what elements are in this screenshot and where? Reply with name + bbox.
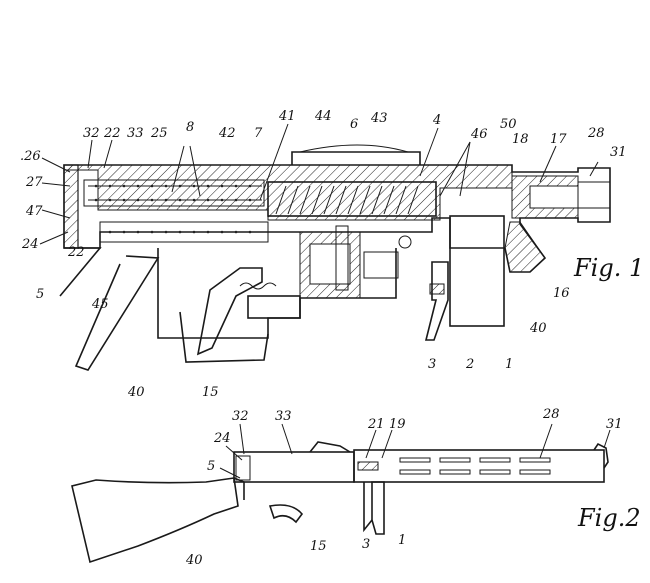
fig1-label-18: 18 [512,132,529,147]
trigger [268,504,304,524]
fig1-label-46: 46 [471,127,488,142]
fig1-label-22-bottom: 22 [68,245,85,260]
lower-spring-tube [99,221,269,243]
fig1-label-41: 41 [279,109,296,124]
ejector [357,461,379,471]
stock-strut-lower [74,255,160,371]
fig2-label-3: 3 [362,537,371,552]
butt-plate [63,164,79,249]
fig1-label-43: 43 [371,111,388,126]
fig1-label-3: 3 [428,357,437,372]
stock-strut-upper [59,247,102,297]
fig1-label-6: 6 [350,117,359,132]
fig1-label-26: .26 [20,149,41,164]
magazine-catch [424,261,449,341]
fig1-label-50: 50 [500,117,517,132]
fig1-label-33: 33 [127,126,144,141]
fig1-label-24: 24 [22,237,39,252]
fig1-label-44: 44 [315,109,332,124]
fig1-label-31: 31 [610,145,627,160]
cocking-handle [291,151,421,165]
fig1-label-47: 47 [26,204,43,219]
fig1-label-17: 17 [550,132,567,147]
fig2-label-15: 15 [310,539,327,554]
fig2-label-21: 21 [368,417,385,432]
fig1-label-45: 45 [92,297,109,312]
trigger-lever [196,267,263,356]
fig1-label-25: 25 [151,126,168,141]
fig1-label-8: 8 [186,120,195,135]
fig1-label-2: 2 [466,357,475,372]
fig1-label-1: 1 [505,357,514,372]
fig2-label-24: 24 [214,431,231,446]
receiver [233,451,355,483]
fig1-title: Fig. 1 [574,254,645,282]
fig1-label-42: 42 [219,126,236,141]
bolt [267,181,437,217]
figure-2-drawing [71,423,611,564]
fig1-label-16: 16 [553,286,570,301]
magazine-catch [363,482,373,533]
magazine [449,215,505,327]
fig1-label-5: 5 [36,287,45,302]
fig1-label-15: 15 [202,385,219,400]
recoil-spring [94,184,252,202]
pivot-pin [398,235,412,249]
fig2-label-19: 19 [389,417,406,432]
sight-rear [309,441,351,453]
figure-1-drawing [39,123,611,371]
fig1-label-27: 27 [26,175,43,190]
barrel-shroud [353,449,605,483]
fig2-label-40: 40 [186,553,203,568]
fig1-label-40-stock: 40 [128,385,145,400]
front-support [504,221,546,273]
fig1-label-32: 32 [83,126,100,141]
shroud-vents [399,457,551,475]
chamber [529,185,579,209]
trigger-guard [179,311,269,363]
fig2-label-33: 33 [275,409,292,424]
receiver-wall-hatched [63,164,513,221]
magazine [371,481,385,535]
fig1-label-40-front: 40 [530,321,547,336]
stock [71,477,239,564]
disconnector [335,225,349,291]
fig2-label-5: 5 [207,459,216,474]
fig2-title: Fig.2 [578,504,641,532]
fig1-label-22-top: 22 [104,126,121,141]
fig2-label-28: 28 [543,407,560,422]
trigger-spring [239,282,277,290]
fig1-label-4: 4 [433,113,442,128]
fig2-label-32: 32 [232,409,249,424]
fig2-label-1: 1 [398,533,407,548]
fig2-label-31: 31 [606,417,623,432]
fig1-label-7: 7 [254,126,263,141]
fig1-leader-lines [39,123,599,245]
lower-spring [108,230,252,234]
fig1-label-28: 28 [588,126,605,141]
recoil-spring-tube [83,179,265,207]
firing-pin-spring [275,185,419,215]
fig2-leader-lines [219,423,611,479]
front-sight [593,442,609,469]
